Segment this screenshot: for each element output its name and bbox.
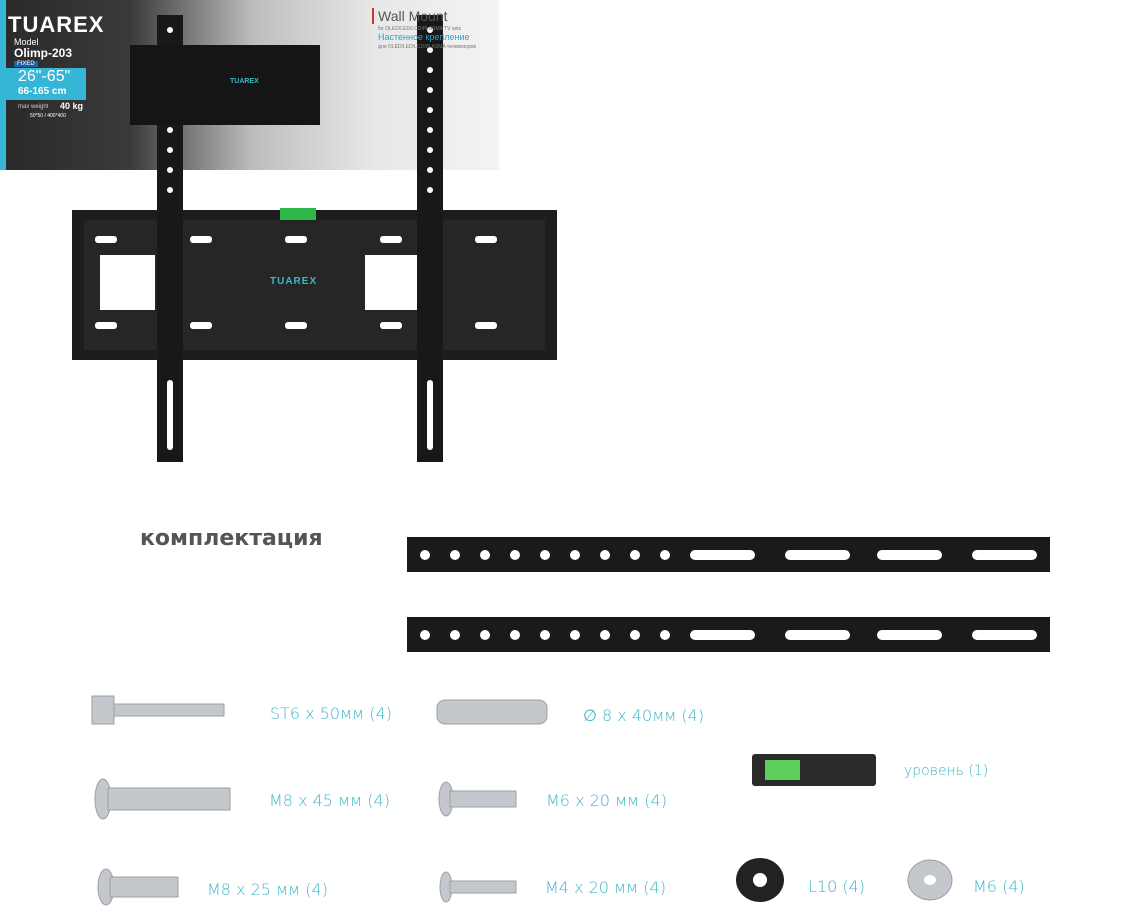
box-weight: 40 kg (60, 101, 84, 111)
vertical-strips-image (407, 537, 1050, 652)
item-label: уровень (1) (904, 763, 989, 779)
hardware-images (91, 695, 953, 906)
item-label: M8 x 45 мм (4) (269, 791, 390, 810)
box-size-cm: 66-165 cm (18, 86, 67, 97)
box-model-label: Model (14, 37, 39, 47)
item-label: M8 x 25 мм (4) (207, 880, 328, 899)
item-label: ST6 x 50мм (4) (270, 704, 392, 723)
box-model: Olimp-203 (14, 46, 73, 60)
wall-plug-icon (436, 699, 548, 725)
level-bubble-icon (280, 208, 316, 220)
lag-screw-icon (91, 695, 115, 725)
item-label: M6 x 20 мм (4) (546, 791, 667, 810)
box-brand: TUAREX (8, 12, 105, 37)
section-title: комплектация (140, 526, 323, 551)
box-subtitle-ru: для OLED/LED/LCD/PLASMA телевизоров (378, 44, 477, 50)
box-vesa: 50*50 / 400*400 (30, 113, 66, 119)
box-title-en: Wall Mount (372, 8, 448, 24)
box-plate-logo: TUAREX (230, 78, 259, 85)
product-box-image: TUAREX Model Olimp-203 FIXED 26"-65" 66-… (0, 0, 499, 170)
mount-logo: TUAREX (270, 276, 318, 287)
item-label: M6 (4) (973, 877, 1025, 896)
box-size-in: 26"-65" (18, 68, 71, 85)
item-label: ∅ 8 x 40мм (4) (583, 706, 705, 725)
item-label: M4 x 20 мм (4) (545, 878, 666, 897)
item-label: L10 (4) (808, 877, 866, 896)
box-subtitle-en: for OLED/LED/LCD/PLASMA TV sets (378, 26, 461, 32)
box-type: FIXED (14, 61, 38, 67)
box-weight-label: max weight (18, 104, 49, 110)
box-title-ru: Настенное крепление (378, 32, 470, 42)
